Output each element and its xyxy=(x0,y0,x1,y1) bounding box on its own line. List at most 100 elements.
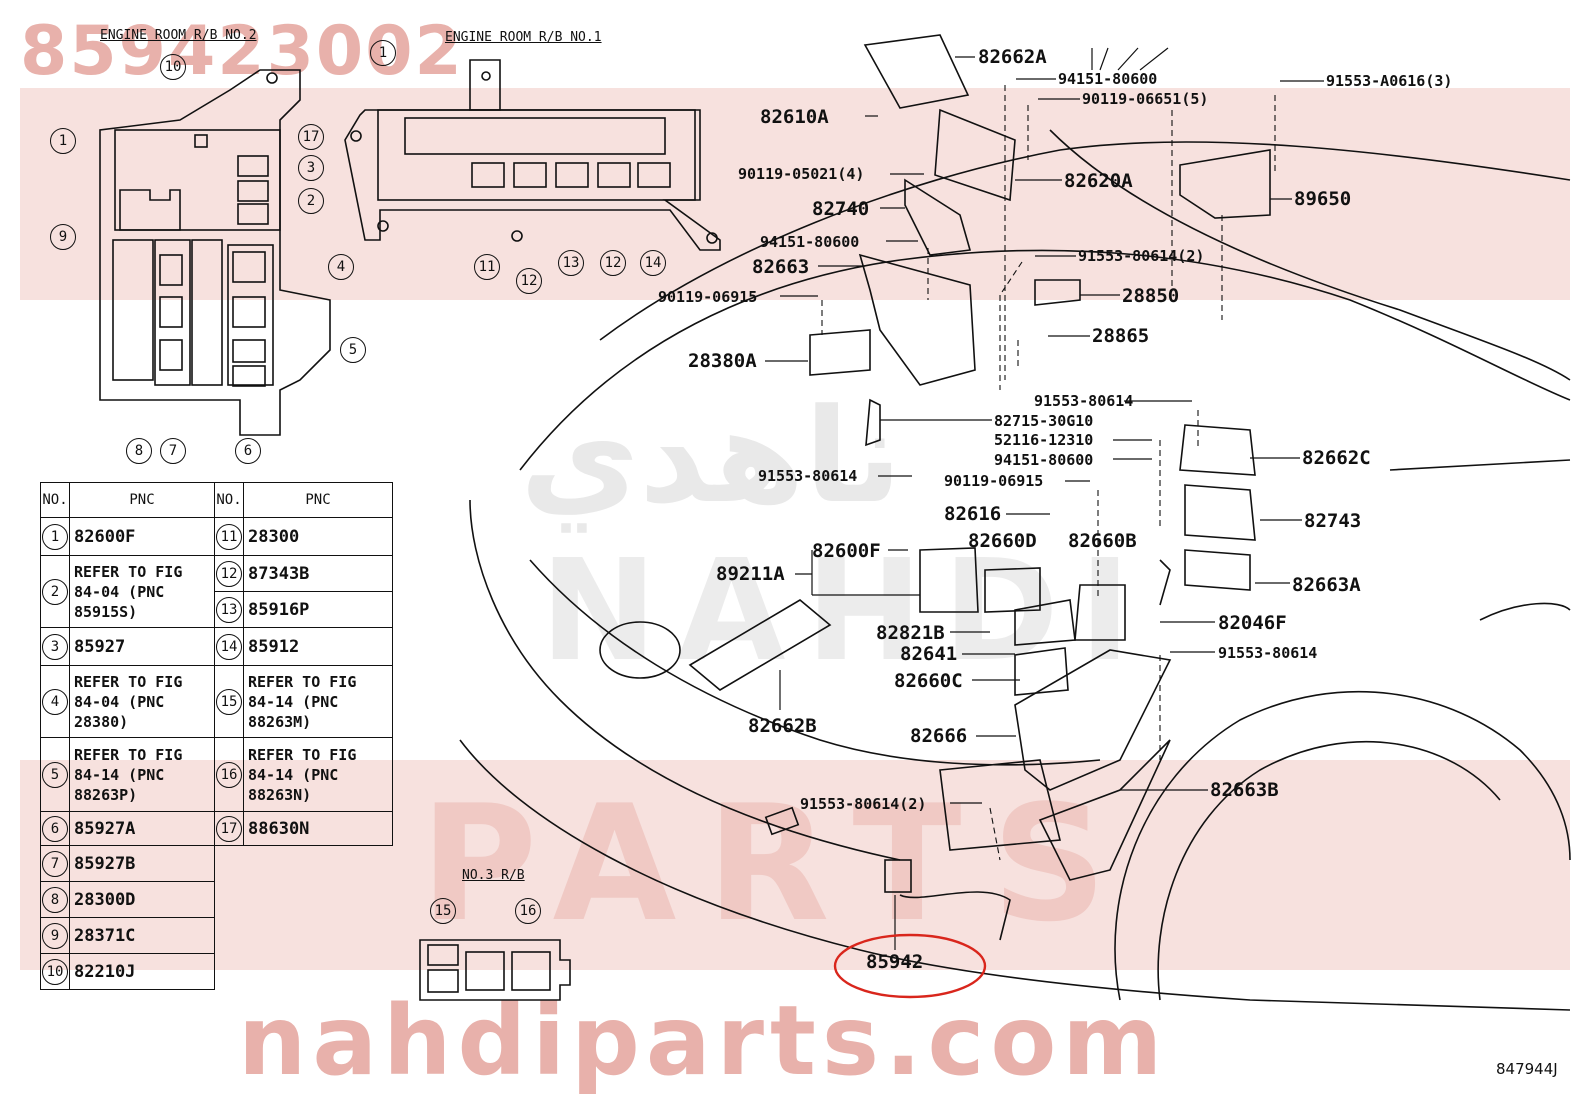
callout-82663B[interactable]: 82663B xyxy=(1210,779,1279,801)
table-row: 1 82600F 11 28300 xyxy=(40,517,393,556)
callout-82600F[interactable]: 82600F xyxy=(812,540,881,562)
callout-94151-80600-mid[interactable]: 94151-80600 xyxy=(760,233,860,251)
callout-82610A[interactable]: 82610A xyxy=(760,106,829,128)
rb2-callout-3[interactable]: 3 xyxy=(298,155,324,181)
row-pnc[interactable]: 28371C xyxy=(69,917,215,954)
callout-82620A[interactable]: 82620A xyxy=(1064,170,1133,192)
callout-82046F[interactable]: 82046F xyxy=(1218,612,1287,634)
row-pnc[interactable]: 82210J xyxy=(69,953,215,990)
rb3-title: NO.3 R/B xyxy=(462,868,525,883)
callout-89211A[interactable]: 89211A xyxy=(716,563,785,585)
callout-91553-80614-2[interactable]: 91553-80614(2) xyxy=(1078,247,1205,265)
callout-91553-A0616[interactable]: 91553-A0616(3) xyxy=(1326,72,1453,90)
rb2-callout-8[interactable]: 8 xyxy=(126,438,152,464)
table-row: 13 85916P xyxy=(41,591,393,628)
callout-91553-80614-c[interactable]: 91553-80614 xyxy=(1218,644,1318,662)
rb2-callout-2[interactable]: 2 xyxy=(298,188,324,214)
callout-82663A[interactable]: 82663A xyxy=(1292,574,1361,596)
row-pnc[interactable]: REFER TO FIG 84-04 (PNC 85915S) xyxy=(69,555,215,628)
row-pnc[interactable]: 85927 xyxy=(69,627,215,666)
row-number: 11 xyxy=(216,523,242,550)
callout-28380A[interactable]: 28380A xyxy=(688,350,757,372)
callout-82662A[interactable]: 82662A xyxy=(978,46,1047,68)
callout-90119-05021[interactable]: 90119-05021(4) xyxy=(738,165,865,183)
row-number: 10 xyxy=(42,958,68,985)
rb2-callout-9[interactable]: 9 xyxy=(50,224,76,250)
callout-91553-80614-2-low[interactable]: 91553-80614(2) xyxy=(800,795,927,813)
row-number: 17 xyxy=(216,815,242,842)
callout-89650[interactable]: 89650 xyxy=(1294,188,1352,210)
callout-90119-06915-low[interactable]: 90119-06915 xyxy=(944,472,1044,490)
row-number: 15 xyxy=(216,688,242,715)
row-number: 8 xyxy=(42,886,68,913)
callout-82662B[interactable]: 82662B xyxy=(748,715,817,737)
callout-91553-80614-b[interactable]: 91553-80614 xyxy=(758,467,858,485)
callout-82660B[interactable]: 82660B xyxy=(1068,530,1137,552)
callout-91553-80614-a[interactable]: 91553-80614 xyxy=(1034,392,1134,410)
row-pnc[interactable]: 85912 xyxy=(243,627,393,666)
callout-82660C[interactable]: 82660C xyxy=(894,670,963,692)
rb2-callout-6[interactable]: 6 xyxy=(235,438,261,464)
rb2-callout-17[interactable]: 17 xyxy=(298,124,324,150)
header-no-2: NO. xyxy=(214,482,244,518)
row-pnc[interactable]: 85916P xyxy=(243,591,393,628)
callout-90119-06651[interactable]: 90119-06651(5) xyxy=(1082,90,1209,108)
table-row: 6 85927A 17 88630N xyxy=(40,811,393,846)
table-row: 2 REFER TO FIG 84-04 (PNC 85915S) 12 873… xyxy=(40,555,393,628)
header-pnc: PNC xyxy=(69,482,215,518)
rb2-callout-7[interactable]: 7 xyxy=(160,438,186,464)
rb1-callout-14[interactable]: 14 xyxy=(640,250,666,276)
rb2-callout-5[interactable]: 5 xyxy=(340,337,366,363)
pnc-table: NO. PNC NO. PNC 1 82600F 11 28300 2 REFE… xyxy=(40,482,393,990)
row-pnc[interactable]: 28300 xyxy=(243,517,393,556)
figure-code: 847944J xyxy=(1496,1060,1558,1078)
callout-82663[interactable]: 82663 xyxy=(752,256,810,278)
rb3-callout-15[interactable]: 15 xyxy=(430,898,456,924)
callout-82715-30G10[interactable]: 82715-30G10 xyxy=(994,412,1094,430)
rb2-title: ENGINE ROOM R/B NO.2 xyxy=(100,28,257,43)
watermark-brand-arabic: ناهدي xyxy=(520,380,903,532)
table-row: 10 82210J xyxy=(40,953,393,990)
rb2-callout-10[interactable]: 10 xyxy=(160,54,186,80)
row-pnc[interactable]: 87343B xyxy=(243,555,393,592)
row-number: 13 xyxy=(216,596,242,623)
callout-82616[interactable]: 82616 xyxy=(944,503,1002,525)
row-pnc[interactable]: REFER TO FIG 84-04 (PNC 28380) xyxy=(69,665,215,738)
rb1-callout-1[interactable]: 1 xyxy=(370,40,396,66)
callout-82666[interactable]: 82666 xyxy=(910,725,968,747)
row-pnc[interactable]: REFER TO FIG 84-14 (PNC 88263M) xyxy=(243,665,393,738)
callout-90119-06915-top[interactable]: 90119-06915 xyxy=(658,288,758,306)
callout-94151-80600-top[interactable]: 94151-80600 xyxy=(1058,70,1158,88)
row-pnc[interactable]: 88630N xyxy=(243,811,393,846)
callout-82662C[interactable]: 82662C xyxy=(1302,447,1371,469)
rb2-callout-4[interactable]: 4 xyxy=(328,254,354,280)
callout-82641[interactable]: 82641 xyxy=(900,643,958,665)
table-row: 3 85927 14 85912 xyxy=(40,627,393,666)
rb1-callout-12a[interactable]: 12 xyxy=(516,268,542,294)
callout-82740[interactable]: 82740 xyxy=(812,198,870,220)
callout-82821B[interactable]: 82821B xyxy=(876,622,945,644)
callout-94151-80600-low[interactable]: 94151-80600 xyxy=(994,451,1094,469)
callout-28865[interactable]: 28865 xyxy=(1092,325,1150,347)
row-pnc[interactable]: REFER TO FIG 84-14 (PNC 88263P) xyxy=(69,737,215,812)
callout-28850[interactable]: 28850 xyxy=(1122,285,1180,307)
callout-82660D[interactable]: 82660D xyxy=(968,530,1037,552)
rb1-callout-12b[interactable]: 12 xyxy=(600,250,626,276)
row-pnc[interactable]: 85927B xyxy=(69,845,215,882)
row-pnc[interactable]: 28300D xyxy=(69,881,215,918)
callout-52116-12310[interactable]: 52116-12310 xyxy=(994,431,1094,449)
table-row: 8 28300D xyxy=(40,881,393,918)
watermark-band-top xyxy=(20,88,1570,300)
watermark-brand-latin: NAHDI xyxy=(540,530,1151,693)
header-no: NO. xyxy=(40,482,70,518)
callout-85942[interactable]: 85942 xyxy=(866,951,924,973)
rb1-callout-11[interactable]: 11 xyxy=(474,254,500,280)
rb1-callout-13[interactable]: 13 xyxy=(558,250,584,276)
row-pnc[interactable]: REFER TO FIG 84-14 (PNC 88263N) xyxy=(243,737,393,812)
row-pnc[interactable]: 82600F xyxy=(69,517,215,556)
rb3-callout-16[interactable]: 16 xyxy=(515,898,541,924)
rb2-callout-1[interactable]: 1 xyxy=(50,128,76,154)
row-pnc[interactable]: 85927A xyxy=(69,811,215,846)
callout-82743[interactable]: 82743 xyxy=(1304,510,1362,532)
